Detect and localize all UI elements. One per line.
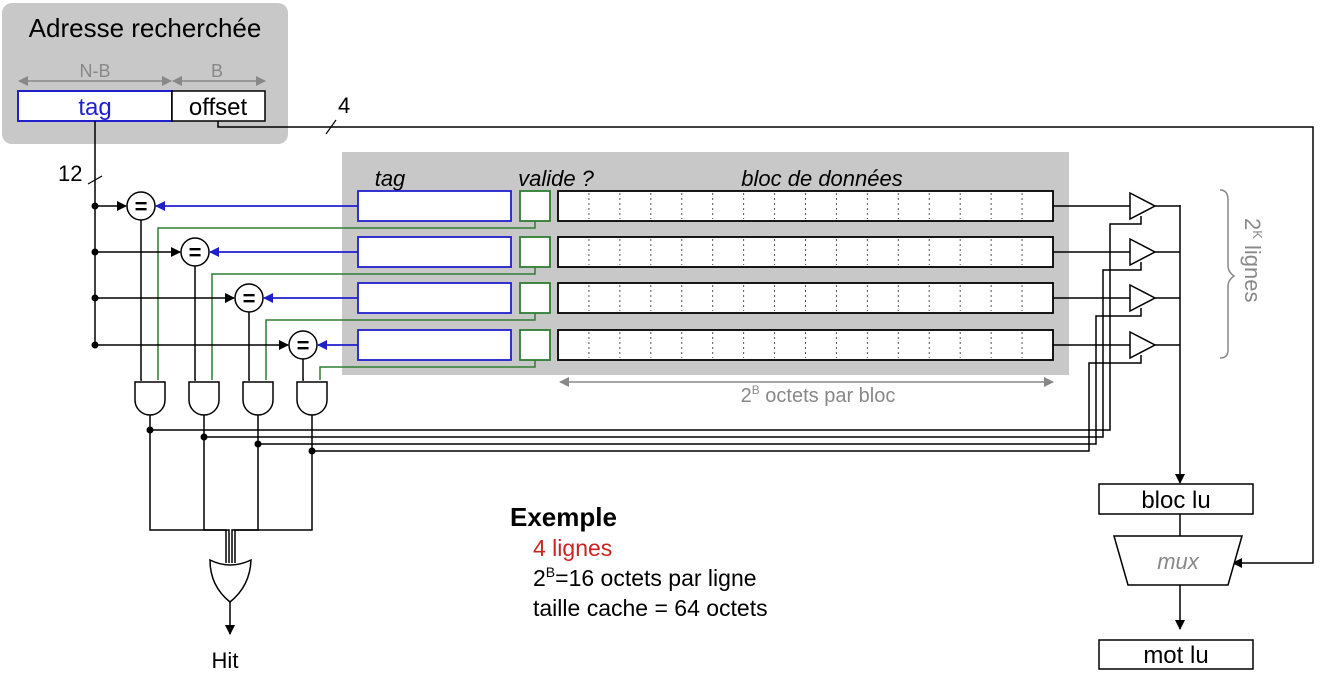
cache-data-block: [557, 190, 1054, 222]
address-offset-label: offset: [189, 94, 248, 121]
cache-tag-cell: [357, 236, 512, 268]
cache-tag-cell: [357, 190, 512, 222]
comparator-symbol: =: [297, 333, 310, 358]
comparator-to-and-wire: [140, 220, 142, 381]
cache-valid-cell: [519, 236, 551, 268]
and-to-or-wire: [231, 444, 259, 563]
comparator-to-and-wire: [248, 312, 250, 381]
nb-label: N-B: [80, 61, 111, 81]
b-label: B: [211, 61, 223, 81]
cache-col-tag: tag: [375, 166, 406, 191]
example-line-lines: 4 lignes: [533, 535, 612, 561]
valid-to-and-wire: [157, 221, 536, 380]
mux-shape: [1113, 535, 1243, 586]
offset-bus-tick: [325, 119, 337, 135]
mux-label: mux: [1157, 549, 1200, 574]
cache-col-data: bloc de données: [741, 166, 902, 191]
cache-data-block: [557, 329, 1054, 361]
select-wire: [150, 216, 1142, 431]
hit-label: Hit: [212, 648, 239, 673]
offset-wire: [217, 121, 1314, 568]
example-line-bytes: 2B=16 octets par ligne: [533, 564, 757, 591]
address-title: Adresse recherchée: [29, 13, 262, 43]
select-wire: [204, 262, 1142, 438]
example-title: Exemple: [510, 502, 617, 532]
and-gate: [134, 381, 166, 416]
cache-data-block: [557, 282, 1054, 314]
hit-or-gate: [209, 558, 252, 603]
cache-col-valid: valide ?: [518, 166, 595, 191]
bloc-lu-label: bloc lu: [1141, 487, 1210, 514]
lines-label: 2K lignes: [1240, 218, 1265, 303]
and-to-or-wire: [234, 451, 313, 563]
cache-rows: = = = =: [91, 190, 1180, 563]
mot-lu-box: [1098, 639, 1254, 670]
and-to-or-wire: [203, 437, 230, 563]
address-panel: Adresse recherchée N-B B tag offset: [2, 3, 288, 144]
cache-valid-cell: [519, 329, 551, 361]
comparator-symbol: =: [189, 240, 202, 265]
tristate-buffer: [1129, 191, 1157, 221]
cache-valid-cell: [519, 190, 551, 222]
valid-to-and-wire: [211, 267, 536, 380]
comparator-to-and-wire: [194, 266, 196, 381]
valid-to-and-wire: [319, 360, 536, 380]
and-gate: [188, 381, 220, 416]
and-gate: [242, 381, 274, 416]
lines-brace: [1219, 189, 1236, 359]
comparator-symbol: =: [243, 286, 256, 311]
comparator-to-and-wire: [302, 359, 304, 381]
bloc-lu-box: [1098, 483, 1254, 515]
valid-to-and-wire: [265, 313, 536, 380]
select-wire: [258, 308, 1142, 445]
tristate-buffer: [1129, 237, 1157, 267]
cache-data-block: [557, 236, 1054, 268]
select-wire: [312, 355, 1142, 452]
block-size-label: 2B octets par bloc: [741, 383, 896, 407]
and-to-or-wire: [149, 430, 227, 563]
address-tag-label: tag: [78, 94, 111, 121]
cache-valid-cell: [519, 282, 551, 314]
tag-bus-width: 12: [58, 161, 82, 186]
cache-tag-cell: [357, 282, 512, 314]
offset-bus-width: 4: [338, 93, 350, 118]
cache-tag-cell: [357, 329, 512, 361]
tristate-buffer: [1129, 330, 1157, 360]
tag-bus-tick: [87, 175, 103, 185]
address-offset-field: [171, 90, 266, 122]
comparator-symbol: =: [135, 194, 148, 219]
address-tag-field: [17, 90, 173, 122]
and-gate: [296, 381, 328, 416]
mot-lu-label: mot lu: [1143, 642, 1208, 669]
tristate-buffer: [1129, 283, 1157, 313]
example-line-size: taille cache = 64 octets: [533, 595, 768, 621]
